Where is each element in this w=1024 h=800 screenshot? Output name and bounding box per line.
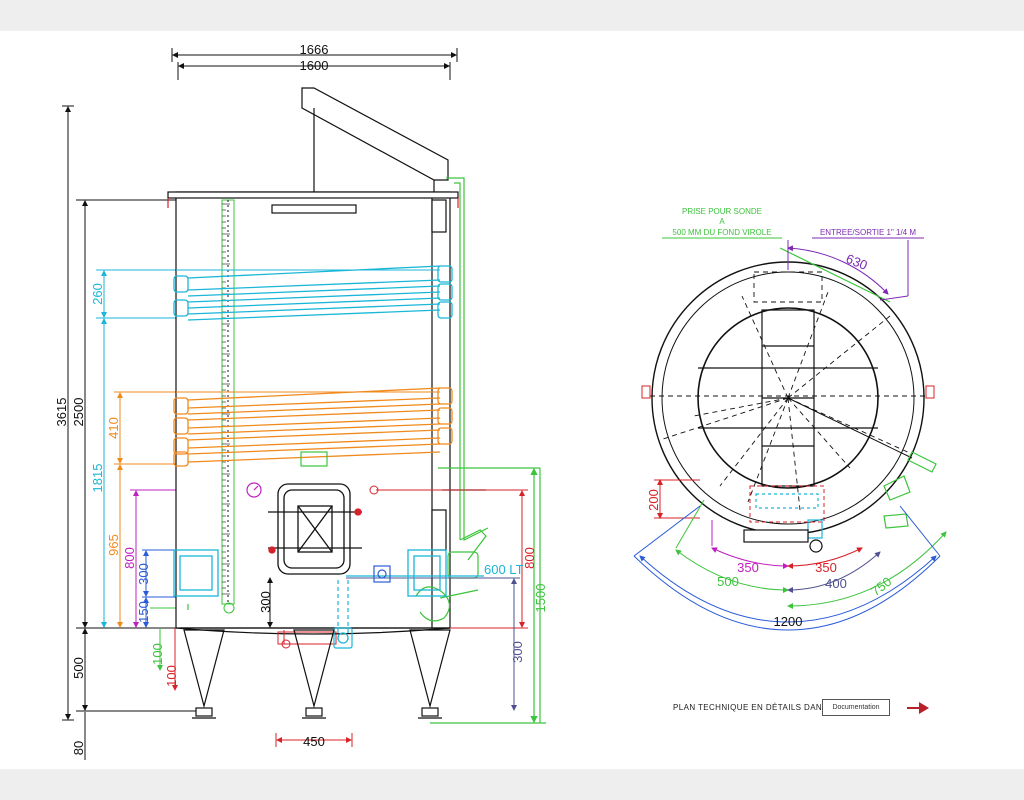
dim-base-height: 80	[71, 741, 86, 755]
dim-red-right: 350	[815, 560, 837, 575]
dim-right-slate: 300	[510, 641, 525, 663]
dim-green-low: 100	[150, 643, 165, 665]
dim-arc-purple: 630	[844, 251, 870, 273]
orange-jacket	[173, 387, 453, 467]
top-dimensions	[171, 48, 458, 80]
probe-note-line1: PRISE POUR SONDE	[682, 207, 762, 216]
dim-outer-blue: 1200	[774, 614, 803, 629]
documentation-button[interactable]: Documentation	[822, 699, 890, 716]
dim-top-inner: 1600	[300, 58, 329, 73]
cyan-jacket	[173, 265, 453, 321]
dim-blue-low: 150	[136, 601, 151, 623]
orange-dimensions	[114, 391, 180, 628]
dim-right-red: 800	[522, 547, 537, 569]
dim-total-height: 3615	[54, 398, 69, 427]
inlet-note: ENTREE/SORTIE 1" 1/4 M	[820, 228, 916, 237]
dim-orange-jacket: 410	[106, 417, 121, 439]
dim-green-right: 750	[868, 574, 894, 599]
volume-label: 600 LT	[484, 562, 524, 577]
dim-blue: 300	[136, 563, 151, 585]
tank-legs	[183, 629, 451, 719]
dim-cyan-pos: 1815	[90, 464, 105, 493]
hidden-lines	[650, 271, 926, 511]
probe-note-line2: A	[719, 217, 725, 226]
cyan-dimensions	[96, 269, 180, 628]
dim-foot-height: 500	[71, 657, 86, 679]
left-dimensions	[62, 105, 196, 760]
dim-magenta: 800	[122, 547, 137, 569]
dim-top-outer: 1666	[300, 42, 329, 57]
dim-body-height: 2500	[71, 398, 86, 427]
arrow-right-icon[interactable]	[905, 700, 931, 716]
roof-lid	[301, 87, 449, 192]
dim-door-height: 300	[258, 591, 273, 613]
probe-note-line3: 500 MM DU FOND VIROLE	[672, 228, 771, 237]
dim-red-low: 100	[164, 665, 179, 687]
dim-right-green: 1500	[533, 584, 548, 613]
dim-slate-right: 400	[825, 576, 847, 591]
dim-bottom-width: 450	[303, 734, 325, 749]
side-view: 1666 1600 3615 2500 500 80 260 1815	[54, 42, 548, 760]
lower-boxes	[173, 549, 447, 597]
footer-text: PLAN TECHNIQUE EN DÉTAILS DANS	[673, 703, 828, 712]
dim-magenta-left: 350	[737, 560, 759, 575]
manhole-door	[268, 483, 362, 575]
dim-green-left: 500	[717, 574, 739, 589]
dim-cyan-jacket: 260	[90, 283, 105, 305]
top-view: PRISE POUR SONDE A 500 MM DU FOND VIROLE…	[633, 207, 947, 631]
dim-orange-pos: 965	[106, 534, 121, 556]
dim-left-red: 200	[646, 489, 661, 511]
green-piping	[187, 177, 546, 724]
